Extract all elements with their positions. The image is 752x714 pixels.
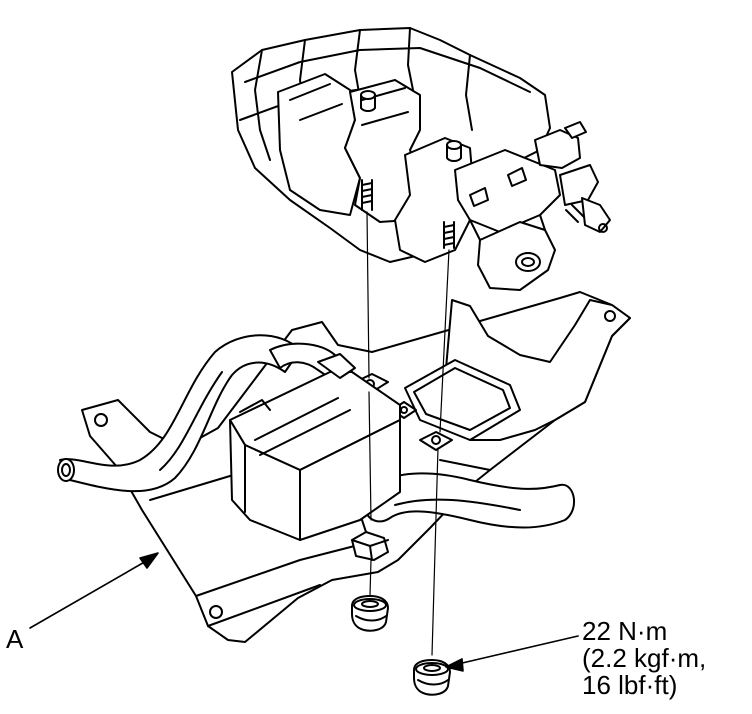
flange-bolt [351, 519, 389, 561]
leader-lines [29, 552, 579, 672]
mounting-nut [413, 659, 451, 696]
loose-nut-left [351, 595, 389, 632]
torque-nm: 22 N·m [582, 616, 668, 646]
lower-canister [229, 353, 401, 541]
torque-kgf: (2.2 kgf·m, [582, 643, 707, 673]
upper-charcoal-canister [231, 27, 611, 291]
torque-spec-callout: 22 N·m (2.2 kgf·m, 16 lbf·ft) [582, 618, 706, 699]
alignment-guide-lines [366, 211, 450, 656]
torque-lbf: 16 lbf·ft) [582, 670, 678, 700]
vapor-hoses [57, 334, 575, 529]
part-label-a: A [6, 624, 24, 654]
